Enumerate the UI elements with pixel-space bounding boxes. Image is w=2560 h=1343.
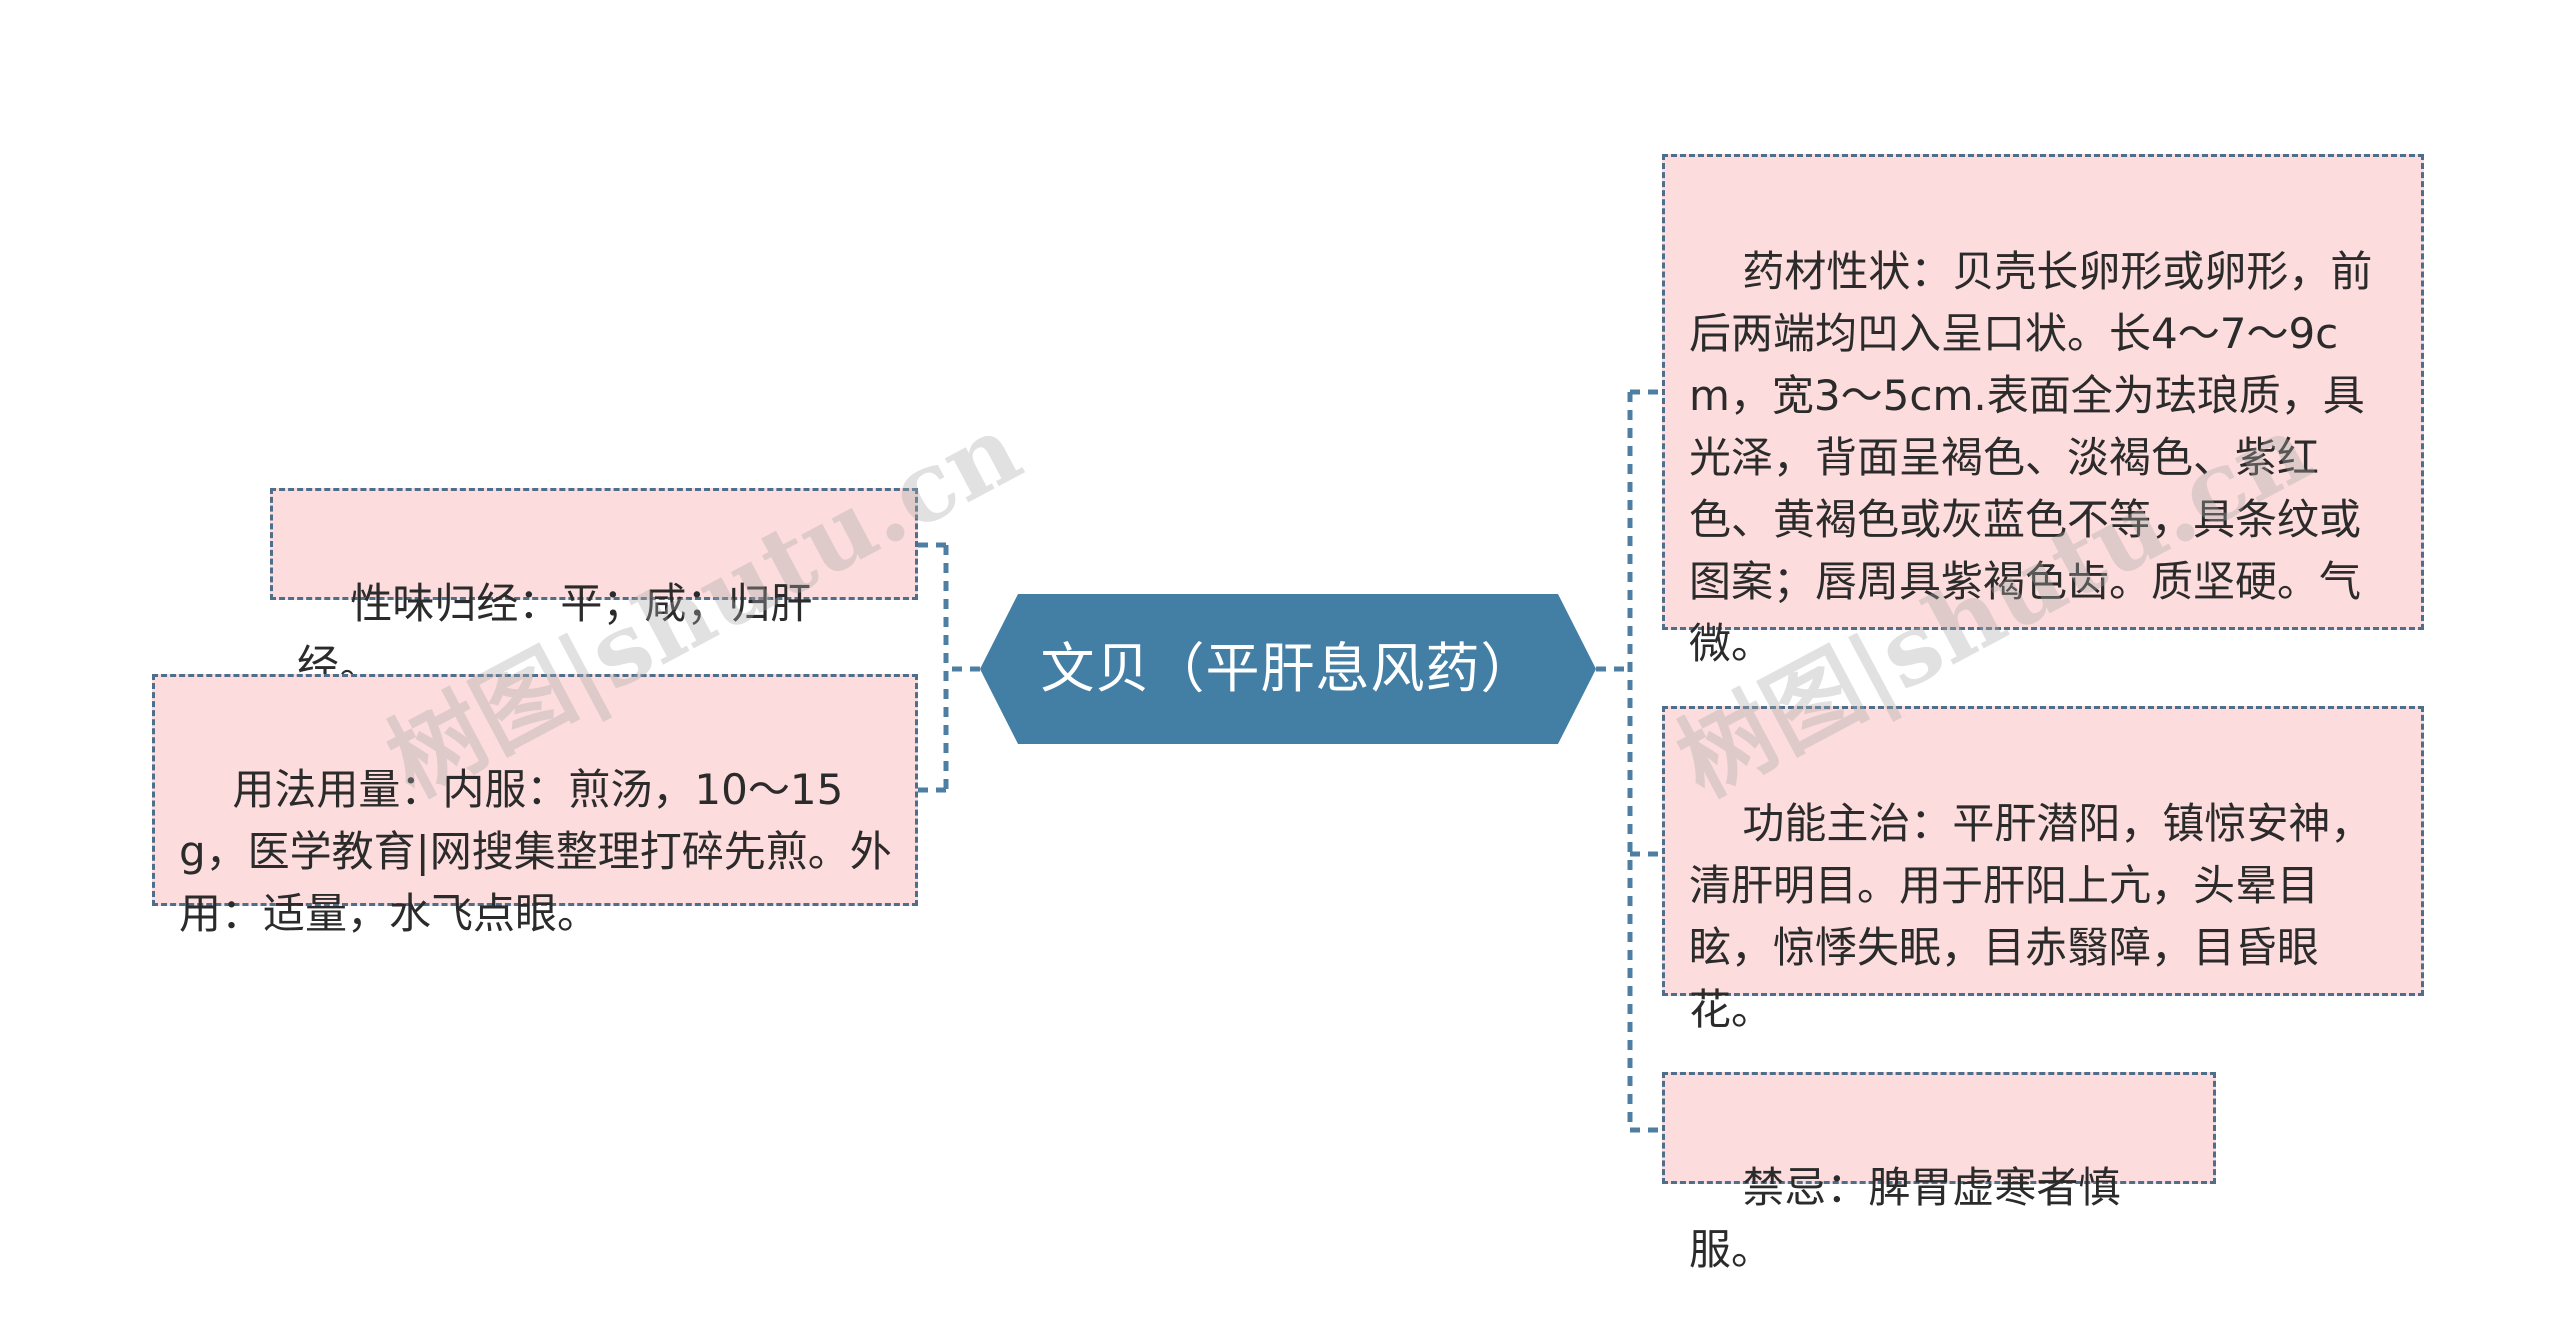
- node-gongneng[interactable]: 功能主治：平肝潜阳，镇惊安神，清肝明目。用于肝阳上亢，头晕目眩，惊悸失眠，目赤翳…: [1662, 706, 2424, 1034]
- node-yongfa[interactable]: 用法用量：内服：煎汤，10～15g，医学教育|网搜集整理打碎先煎。外用：适量，水…: [152, 674, 918, 938]
- node-yaocai[interactable]: 药材性状：贝壳长卵形或卵形，前后两端均凹入呈口状。长4～7～9cm，宽3～5cm…: [1662, 154, 2424, 668]
- node-jinji[interactable]: 禁忌：脾胃虚寒者慎服。: [1662, 1072, 2216, 1274]
- center-topic-label: 文贝（平肝息风药）: [1040, 637, 1536, 700]
- node-yongfa-text: 用法用量：内服：煎汤，10～15g，医学教育|网搜集整理打碎先煎。外用：适量，水…: [179, 765, 892, 938]
- center-topic-shape: [980, 594, 1596, 744]
- node-gongneng-text: 功能主治：平肝潜阳，镇惊安神，清肝明目。用于肝阳上亢，头晕目眩，惊悸失眠，目赤翳…: [1689, 799, 2373, 1034]
- node-xingwei[interactable]: 性味归经：平；咸；归肝经。: [270, 488, 918, 690]
- node-yaocai-text: 药材性状：贝壳长卵形或卵形，前后两端均凹入呈口状。长4～7～9cm，宽3～5cm…: [1689, 247, 2373, 668]
- node-jinji-text: 禁忌：脾胃虚寒者慎服。: [1689, 1163, 2121, 1274]
- center-topic[interactable]: 文贝（平肝息风药）: [980, 594, 1596, 744]
